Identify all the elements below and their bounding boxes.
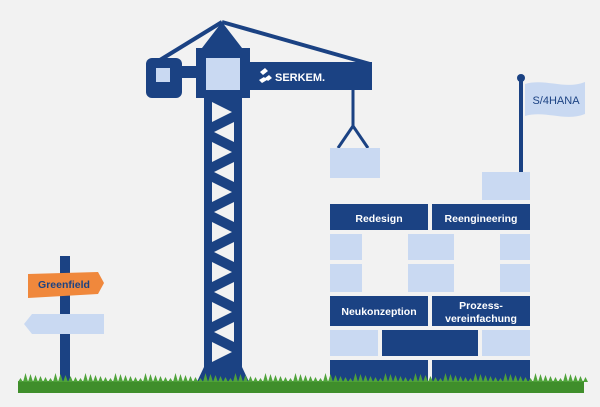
- wall-block: [382, 330, 478, 356]
- wall-block: [408, 234, 454, 260]
- wall-block: [482, 330, 530, 356]
- wall-block: [500, 264, 530, 292]
- block-prozessvereinfachung: [432, 296, 530, 326]
- hanging-block: [330, 148, 380, 178]
- crane: SERKEM.: [146, 20, 380, 384]
- crane-mast: [196, 96, 250, 384]
- block-redesign: [330, 204, 428, 230]
- block-prozess-label-line1: Prozess-: [459, 300, 503, 312]
- counterweight-window: [156, 68, 170, 82]
- block-reengineering-label: Reengineering: [445, 213, 518, 225]
- crane-cab-window: [206, 58, 240, 90]
- flag-cloth: [525, 82, 585, 117]
- wall-block: [500, 234, 530, 260]
- flag: S/4HANA: [517, 74, 585, 172]
- crane-hook: [336, 90, 370, 149]
- crane-brand-text: SERKEM.: [275, 72, 325, 84]
- block-prozess-label-line2: vereinfachung: [445, 313, 517, 325]
- crane-cable-left: [158, 20, 224, 62]
- signpost-top-label: Greenfield: [38, 279, 90, 291]
- crane-brand-logo: SERKEM.: [259, 68, 325, 84]
- crane-apex: [202, 22, 242, 48]
- crane-counter-jib: [180, 66, 200, 78]
- signpost-top-sign: [28, 272, 104, 298]
- grass-ground: [18, 373, 588, 393]
- wall: Redesign Reengineering Neukonzeption Pro…: [330, 172, 530, 384]
- block-neukonzeption-label: Neukonzeption: [341, 306, 416, 318]
- flag-pole: [519, 80, 523, 172]
- crane-cable-right: [221, 20, 371, 66]
- block-redesign-label: Redesign: [355, 213, 402, 225]
- signpost-bottom-sign: [24, 314, 104, 334]
- wall-block-top: [482, 172, 530, 200]
- wall-block: [330, 330, 378, 356]
- signpost: Greenfield: [24, 256, 104, 384]
- flag-label: S/4HANA: [532, 95, 580, 107]
- wall-block: [330, 264, 362, 292]
- wall-block: [330, 234, 362, 260]
- wall-block: [408, 264, 454, 292]
- block-reengineering: [432, 204, 530, 230]
- block-neukonzeption: [330, 296, 428, 326]
